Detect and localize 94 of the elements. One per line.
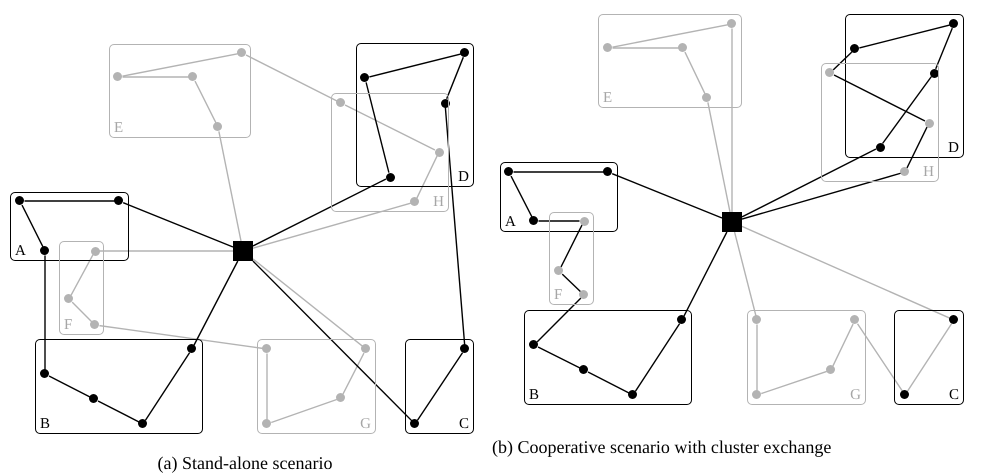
- route-line: [742, 172, 901, 220]
- cluster-box: [524, 310, 692, 405]
- route-line: [832, 324, 854, 366]
- route-line: [742, 148, 876, 218]
- route-line: [832, 52, 852, 70]
- cluster-letter: E: [603, 90, 612, 106]
- route-line: [882, 76, 932, 144]
- route-line: [70, 254, 94, 296]
- route-line: [194, 80, 217, 124]
- route-line: [342, 352, 365, 394]
- route-line: [72, 302, 92, 322]
- route-line: [48, 375, 90, 398]
- route-line: [122, 53, 238, 77]
- route-line: [612, 47, 678, 49]
- route-line: [252, 202, 411, 249]
- route-line: [252, 178, 386, 247]
- route-line: [562, 274, 582, 292]
- route-line: [44, 256, 46, 370]
- route-line: [634, 323, 680, 392]
- cluster-box: [894, 310, 964, 405]
- route-line: [856, 323, 904, 392]
- cluster-letter: G: [850, 387, 861, 403]
- route-line: [560, 224, 583, 268]
- route-line: [99, 324, 263, 350]
- route-line: [122, 202, 234, 248]
- route-line: [365, 82, 390, 173]
- route-line: [683, 232, 728, 316]
- route-line: [684, 52, 706, 94]
- route-line: [252, 260, 412, 422]
- cluster-box: [747, 310, 866, 405]
- cluster-letter: D: [948, 140, 959, 156]
- depot-square: [233, 241, 253, 261]
- route-line: [514, 171, 604, 173]
- route-line: [21, 204, 44, 248]
- cluster-letter: E: [114, 120, 124, 136]
- route-line: [369, 53, 461, 78]
- cluster-letter: C: [458, 416, 469, 432]
- cluster-letter: B: [529, 387, 540, 403]
- route-line: [935, 28, 953, 70]
- route-line: [266, 354, 268, 420]
- route-line: [859, 24, 950, 49]
- cluster-box: [35, 339, 203, 434]
- route-line: [252, 258, 363, 347]
- figure-caption: (b) Cooperative scenario with cluster exchange: [492, 436, 832, 458]
- cluster-letter: F: [554, 287, 562, 303]
- route-line: [756, 324, 758, 390]
- cluster-box: [109, 44, 251, 138]
- cluster-box: [598, 14, 742, 108]
- cluster-box: [331, 93, 449, 212]
- figure-caption: (a) Stand-alone scenario: [156, 452, 334, 474]
- route-line: [100, 250, 233, 252]
- route-line: [444, 107, 466, 345]
- route-line: [834, 74, 926, 122]
- route-line: [538, 220, 580, 222]
- cluster-letter: A: [15, 243, 26, 259]
- cluster-box: [821, 63, 939, 182]
- route-line: [218, 131, 242, 242]
- route-line: [416, 352, 464, 421]
- cluster-letter: H: [433, 194, 444, 210]
- route-line: [742, 226, 950, 319]
- route-line: [612, 24, 728, 48]
- cluster-box: [405, 339, 474, 434]
- route-line: [536, 298, 582, 342]
- route-line: [707, 102, 731, 212]
- route-line: [906, 126, 928, 168]
- cluster-box: [10, 192, 129, 261]
- route-line: [731, 28, 733, 212]
- route-line: [612, 173, 722, 219]
- route-line: [122, 76, 188, 78]
- cluster-letter: D: [458, 169, 469, 185]
- cluster-letter: A: [505, 214, 516, 230]
- route-line: [98, 400, 140, 423]
- route-line: [761, 370, 827, 394]
- route-line: [906, 323, 952, 392]
- cluster-box: [257, 339, 376, 434]
- route-line: [344, 104, 436, 151]
- cluster-letter: H: [923, 164, 934, 180]
- route-line: [734, 232, 757, 316]
- route-line: [538, 346, 580, 369]
- route-line: [271, 398, 337, 424]
- cluster-letter: C: [948, 387, 959, 403]
- route-line: [144, 352, 190, 421]
- route-line: [416, 156, 438, 198]
- cluster-letter: B: [40, 416, 50, 432]
- route-line: [193, 260, 238, 346]
- cluster-letter: G: [360, 416, 371, 432]
- route-line: [446, 56, 464, 100]
- route-line: [246, 54, 338, 102]
- depot-square: [722, 212, 742, 232]
- cluster-letter: F: [64, 317, 72, 333]
- route-line: [588, 371, 630, 394]
- route-line: [510, 176, 533, 218]
- route-line: [24, 200, 114, 202]
- cluster-box: [500, 162, 618, 232]
